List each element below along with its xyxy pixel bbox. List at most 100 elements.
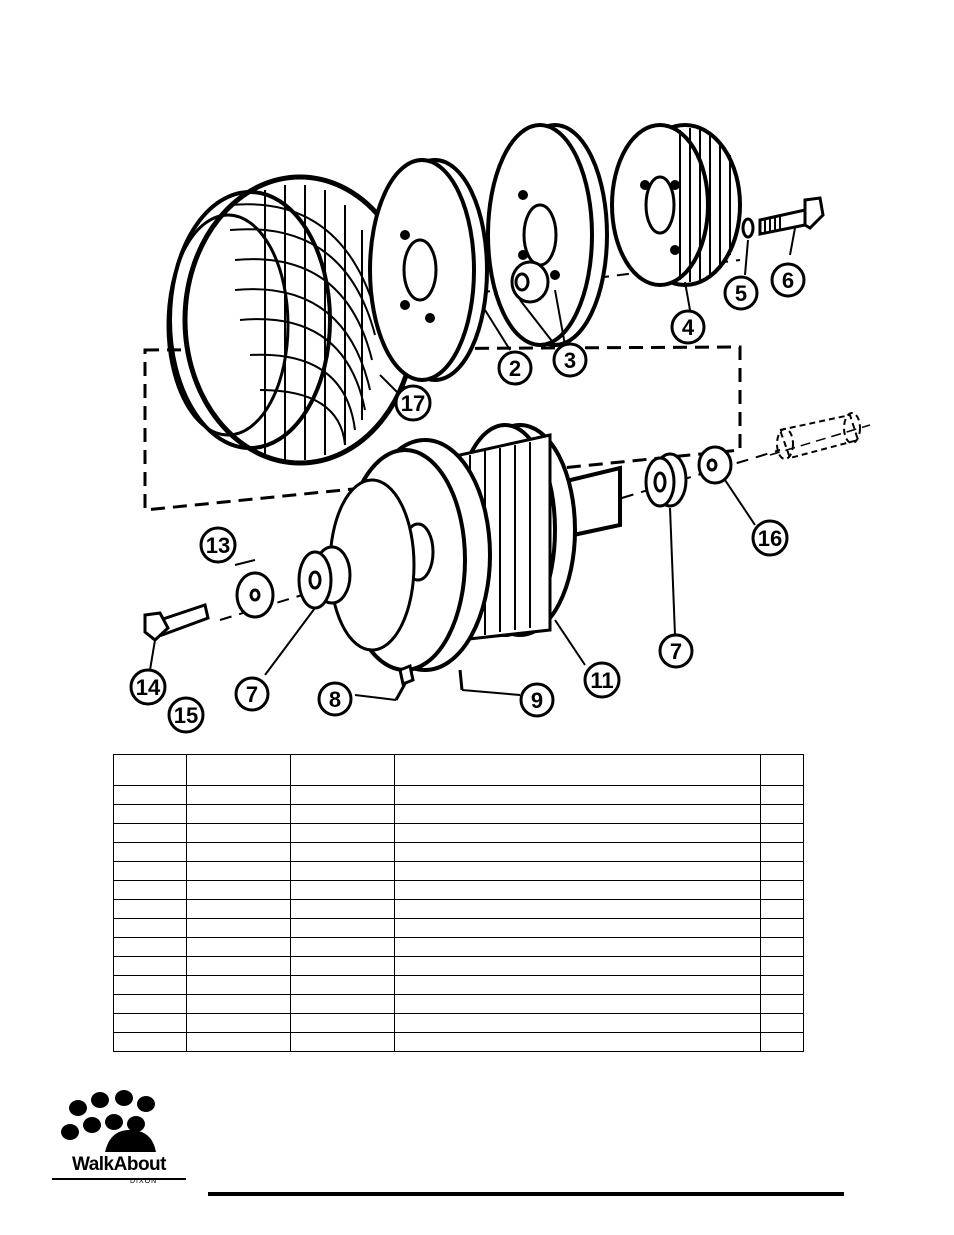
table-cell xyxy=(394,842,761,862)
hub-part xyxy=(610,123,742,287)
table-cell xyxy=(290,956,395,976)
svg-text:11: 11 xyxy=(590,668,613,693)
table-row xyxy=(113,861,804,881)
table-row xyxy=(113,937,804,957)
table-cell xyxy=(760,994,804,1014)
callout-11: 11 xyxy=(583,661,621,699)
table-cell xyxy=(113,823,187,843)
table-cell xyxy=(394,956,761,976)
hub-assembly-part xyxy=(328,423,622,672)
table-cell xyxy=(186,842,291,862)
table-cell xyxy=(394,899,761,919)
table-cell xyxy=(290,994,395,1014)
logo-maker: DIXON xyxy=(130,1178,158,1185)
table-cell xyxy=(760,956,804,976)
spacer-outline xyxy=(776,412,861,460)
table-cell xyxy=(394,937,761,957)
table-cell xyxy=(186,861,291,881)
table-cell xyxy=(113,880,187,900)
table-cell xyxy=(394,880,761,900)
table-cell xyxy=(290,880,395,900)
table-cell xyxy=(290,823,395,843)
washer-left-part xyxy=(235,571,275,619)
svg-text:14: 14 xyxy=(136,675,161,700)
table-cell xyxy=(760,754,804,786)
callout-16: 16 xyxy=(751,519,789,557)
svg-text:9: 9 xyxy=(531,688,543,713)
svg-text:15: 15 xyxy=(174,703,198,728)
svg-text:16: 16 xyxy=(758,526,782,551)
svg-text:3: 3 xyxy=(564,348,576,373)
table-cell xyxy=(113,975,187,995)
table-cell xyxy=(394,1013,761,1033)
table-cell xyxy=(290,899,395,919)
table-cell xyxy=(394,804,761,824)
table-cell xyxy=(186,754,291,786)
table-cell xyxy=(290,842,395,862)
valve-part xyxy=(458,669,464,691)
table-cell xyxy=(760,1013,804,1033)
svg-text:5: 5 xyxy=(735,281,747,306)
table-cell xyxy=(186,937,291,957)
pulley-right-part xyxy=(644,452,688,508)
table-cell xyxy=(113,899,187,919)
table-cell xyxy=(394,785,761,805)
table-cell xyxy=(394,994,761,1014)
table-row xyxy=(113,842,804,862)
exploded-wheel-diagram: 2 3 4 5 6 17 13 7 16 14 15 8 9 11 7 xyxy=(100,110,880,750)
table-row xyxy=(113,1013,804,1033)
table-cell xyxy=(186,994,291,1014)
svg-text:7: 7 xyxy=(246,682,258,707)
paw-print-icon xyxy=(52,1090,186,1180)
table-cell xyxy=(113,754,187,786)
table-cell xyxy=(186,899,291,919)
table-cell xyxy=(394,754,761,786)
table-cell xyxy=(113,861,187,881)
parts-list-table xyxy=(113,754,804,1052)
callout-9: 9 xyxy=(519,682,555,718)
table-cell xyxy=(113,956,187,976)
table-row xyxy=(113,899,804,919)
table-cell xyxy=(290,975,395,995)
callout-7-left: 7 xyxy=(234,676,270,712)
table-row xyxy=(113,1032,804,1052)
table-row xyxy=(113,804,804,824)
table-cell xyxy=(186,804,291,824)
table-cell xyxy=(113,804,187,824)
callout-7-right: 7 xyxy=(658,633,694,669)
callout-4: 4 xyxy=(670,309,706,345)
logo-wordmark: WalkAbout xyxy=(71,1154,167,1175)
table-cell xyxy=(186,918,291,938)
table-cell xyxy=(760,823,804,843)
table-cell xyxy=(760,804,804,824)
table-cell xyxy=(186,1013,291,1033)
table-cell xyxy=(394,823,761,843)
bolt-left-part xyxy=(143,603,210,642)
table-row xyxy=(113,918,804,938)
footer-rule xyxy=(208,1192,844,1196)
callout-14: 14 xyxy=(129,668,167,706)
table-cell xyxy=(760,880,804,900)
table-row xyxy=(113,880,804,900)
table-cell xyxy=(290,804,395,824)
table-cell xyxy=(113,1013,187,1033)
table-cell xyxy=(760,1032,804,1052)
washer-right-part xyxy=(697,445,733,485)
callout-6: 6 xyxy=(770,262,806,298)
svg-text:4: 4 xyxy=(682,315,695,340)
callout-17: 17 xyxy=(394,384,432,422)
table-cell xyxy=(113,785,187,805)
table-cell xyxy=(394,861,761,881)
table-cell xyxy=(186,956,291,976)
callout-3: 3 xyxy=(552,342,588,378)
table-cell xyxy=(113,1032,187,1052)
table-cell xyxy=(760,899,804,919)
table-row xyxy=(113,994,804,1014)
wheel-half-left xyxy=(368,158,489,382)
table-cell xyxy=(290,754,395,786)
svg-text:2: 2 xyxy=(509,356,521,381)
lock-washer-part xyxy=(741,217,755,239)
table-cell xyxy=(186,975,291,995)
callout-15: 15 xyxy=(167,696,205,734)
bushing-part xyxy=(510,260,550,304)
